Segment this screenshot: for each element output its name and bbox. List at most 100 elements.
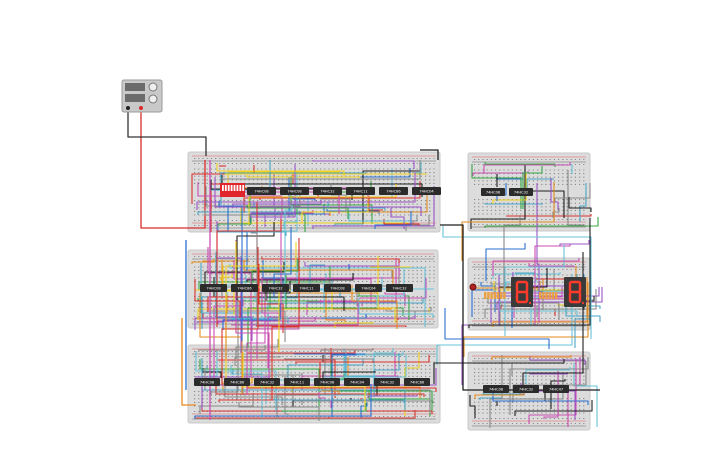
ic-chip-body[interactable] xyxy=(344,378,370,386)
jumper-wire[interactable] xyxy=(199,393,254,414)
jumper-wire[interactable] xyxy=(492,272,561,279)
ic-chip-body[interactable] xyxy=(231,284,258,292)
resistor-icon[interactable] xyxy=(551,292,555,299)
ic-chip-body[interactable] xyxy=(513,385,539,393)
jumper-wire[interactable] xyxy=(525,367,571,384)
jumper-wire[interactable] xyxy=(198,345,266,351)
ic-chip[interactable]: 74HC08 xyxy=(324,284,351,292)
jumper-wire[interactable] xyxy=(359,278,427,299)
ic-chip[interactable]: 74HC86 xyxy=(224,378,250,386)
jumper-wire[interactable] xyxy=(484,289,597,318)
jumper-wire[interactable] xyxy=(181,318,196,406)
jumper-wire[interactable] xyxy=(514,400,593,416)
jumper-wire[interactable] xyxy=(269,289,404,316)
jumper-wire[interactable] xyxy=(360,403,368,418)
ic-chip[interactable]: 74HC04 xyxy=(344,378,370,386)
jumper-wire[interactable] xyxy=(348,212,411,222)
jumper-wire[interactable] xyxy=(374,211,412,229)
jumper-wire[interactable] xyxy=(261,277,279,314)
resistor-body[interactable] xyxy=(555,292,558,299)
ic-chip[interactable]: 74HC86 xyxy=(231,284,258,292)
ic-chip[interactable]: 74HC08 xyxy=(314,378,340,386)
jumper-wire[interactable] xyxy=(236,222,275,300)
jumper-wire[interactable] xyxy=(468,218,591,328)
jumper-wire[interactable] xyxy=(281,403,367,412)
jumper-wire[interactable] xyxy=(197,211,341,215)
resistor-body[interactable] xyxy=(548,292,551,299)
jumper-wire[interactable] xyxy=(320,348,374,352)
resistor-icon[interactable] xyxy=(496,292,500,299)
jumper-wire[interactable] xyxy=(412,215,418,224)
jumper-wire[interactable] xyxy=(463,282,589,357)
resistor-body[interactable] xyxy=(493,292,496,299)
jumper-wire[interactable] xyxy=(327,410,416,419)
resistor-icon[interactable] xyxy=(484,292,487,299)
terminal-red-icon[interactable] xyxy=(139,106,143,110)
jumper-wire[interactable] xyxy=(377,256,396,323)
jumper-wire[interactable] xyxy=(559,240,590,246)
ic-chip-body[interactable] xyxy=(412,187,441,195)
jumper-wire[interactable] xyxy=(330,360,433,414)
jumper-wire[interactable] xyxy=(213,299,244,382)
resistor-icon[interactable] xyxy=(548,292,551,299)
jumper-wire[interactable] xyxy=(258,264,284,333)
jumper-wire[interactable] xyxy=(484,217,599,228)
dip-switch-toggle[interactable] xyxy=(224,185,227,191)
resistor-body[interactable] xyxy=(539,292,542,299)
jumper-wire[interactable] xyxy=(284,205,293,299)
jumper-wire[interactable] xyxy=(322,371,376,382)
jumper-wire[interactable] xyxy=(485,243,526,281)
jumper-wire[interactable] xyxy=(351,285,398,329)
ic-chip-body[interactable] xyxy=(355,284,382,292)
resistor-icon[interactable] xyxy=(490,292,493,299)
ic-chip[interactable]: 74HC32 xyxy=(254,378,280,386)
ic-chip[interactable]: 74HC08 xyxy=(483,385,509,393)
jumper-wire[interactable] xyxy=(503,215,521,294)
jumper-wire[interactable] xyxy=(194,315,416,330)
resistor-body[interactable] xyxy=(500,292,503,299)
jumper-wire[interactable] xyxy=(309,264,325,293)
jumper-wire[interactable] xyxy=(529,356,586,365)
ic-chip-body[interactable] xyxy=(224,378,250,386)
ic-chip[interactable]: 74HC32 xyxy=(262,284,289,292)
jumper-wire[interactable] xyxy=(204,210,294,217)
jumper-wire[interactable] xyxy=(534,244,571,325)
jumper-wire[interactable] xyxy=(242,352,366,410)
ic-chip-body[interactable] xyxy=(314,378,340,386)
ic-chip[interactable]: 74HC04 xyxy=(412,187,441,195)
resistor-icon[interactable] xyxy=(539,292,542,299)
jumper-wire[interactable] xyxy=(390,208,405,229)
jumper-wire[interactable] xyxy=(222,303,281,330)
jumper-wire[interactable] xyxy=(483,162,571,173)
ic-chip-body[interactable] xyxy=(254,378,280,386)
jumper-wire[interactable] xyxy=(492,173,527,204)
jumper-wire[interactable] xyxy=(492,258,580,276)
jumper-wire[interactable] xyxy=(312,160,415,169)
jumper-wire[interactable] xyxy=(295,355,430,364)
jumper-wire[interactable] xyxy=(194,384,372,419)
jumper-wire[interactable] xyxy=(217,217,252,226)
jumper-wire[interactable] xyxy=(198,266,331,290)
ic-chip-body[interactable] xyxy=(200,284,227,292)
ic-chip[interactable]: 74HC04 xyxy=(355,284,382,292)
ic-chip[interactable]: 74HC86 xyxy=(379,187,408,195)
jumper-wire[interactable] xyxy=(568,197,592,212)
jumper-wire[interactable] xyxy=(504,245,565,336)
led-icon[interactable] xyxy=(469,283,477,291)
jumper-wire[interactable] xyxy=(261,257,400,263)
jumper-wire[interactable] xyxy=(442,226,592,339)
jumper-wire[interactable] xyxy=(472,171,529,176)
jumper-wire[interactable] xyxy=(496,287,603,310)
jumper-wire[interactable] xyxy=(218,201,243,341)
ic-chip-body[interactable] xyxy=(386,284,413,292)
jumper-wire[interactable] xyxy=(214,177,422,216)
jumper-wire[interactable] xyxy=(215,380,425,397)
jumper-wire[interactable] xyxy=(367,395,418,398)
jumper-wire[interactable] xyxy=(284,376,289,415)
jumper-wire[interactable] xyxy=(199,293,243,394)
jumper-wire[interactable] xyxy=(325,287,346,322)
jumper-wire[interactable] xyxy=(235,339,279,359)
jumper-wire[interactable] xyxy=(506,214,592,217)
